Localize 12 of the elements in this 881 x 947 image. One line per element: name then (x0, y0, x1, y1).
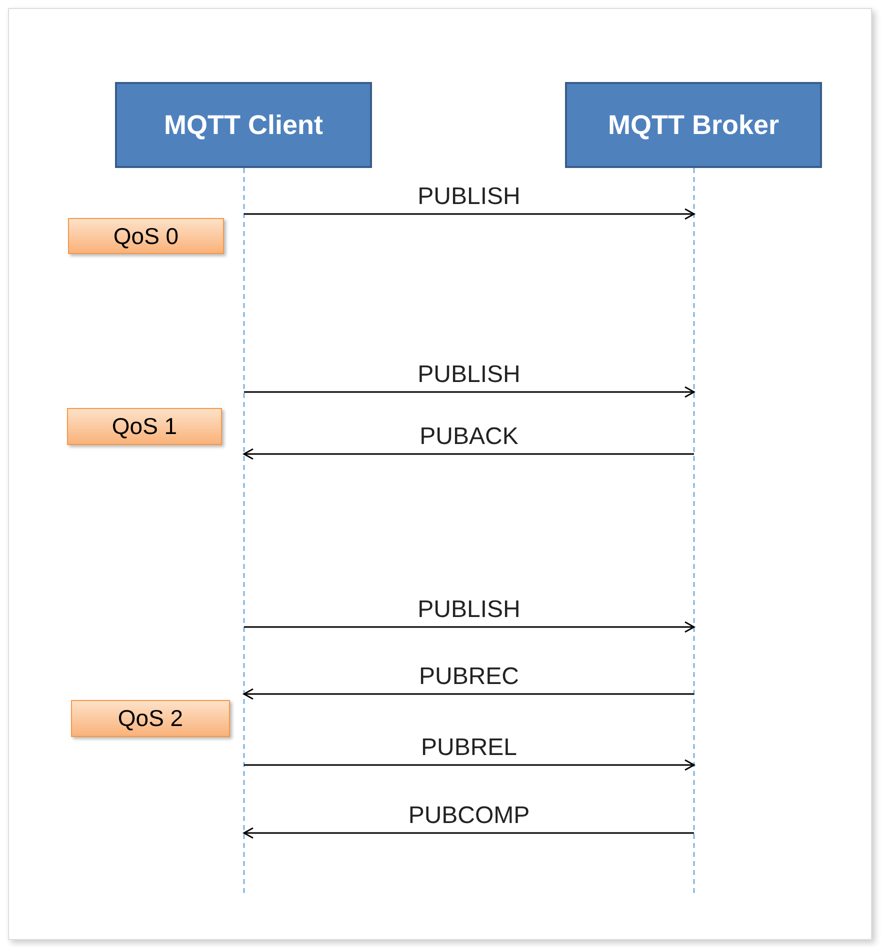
participant-box: MQTT Broker (565, 82, 822, 168)
message-arrow (243, 448, 694, 460)
participant-box: MQTT Client (115, 82, 372, 168)
message-arrow (244, 621, 695, 633)
message-arrow (244, 208, 695, 220)
message-arrow (244, 386, 695, 398)
message-arrow (243, 827, 694, 839)
message-arrow (244, 759, 695, 771)
qos-level-tag: QoS 1 (67, 408, 222, 445)
message-arrow (243, 688, 694, 700)
qos-level-tag: QoS 2 (71, 700, 230, 737)
qos-level-tag: QoS 0 (68, 218, 224, 254)
